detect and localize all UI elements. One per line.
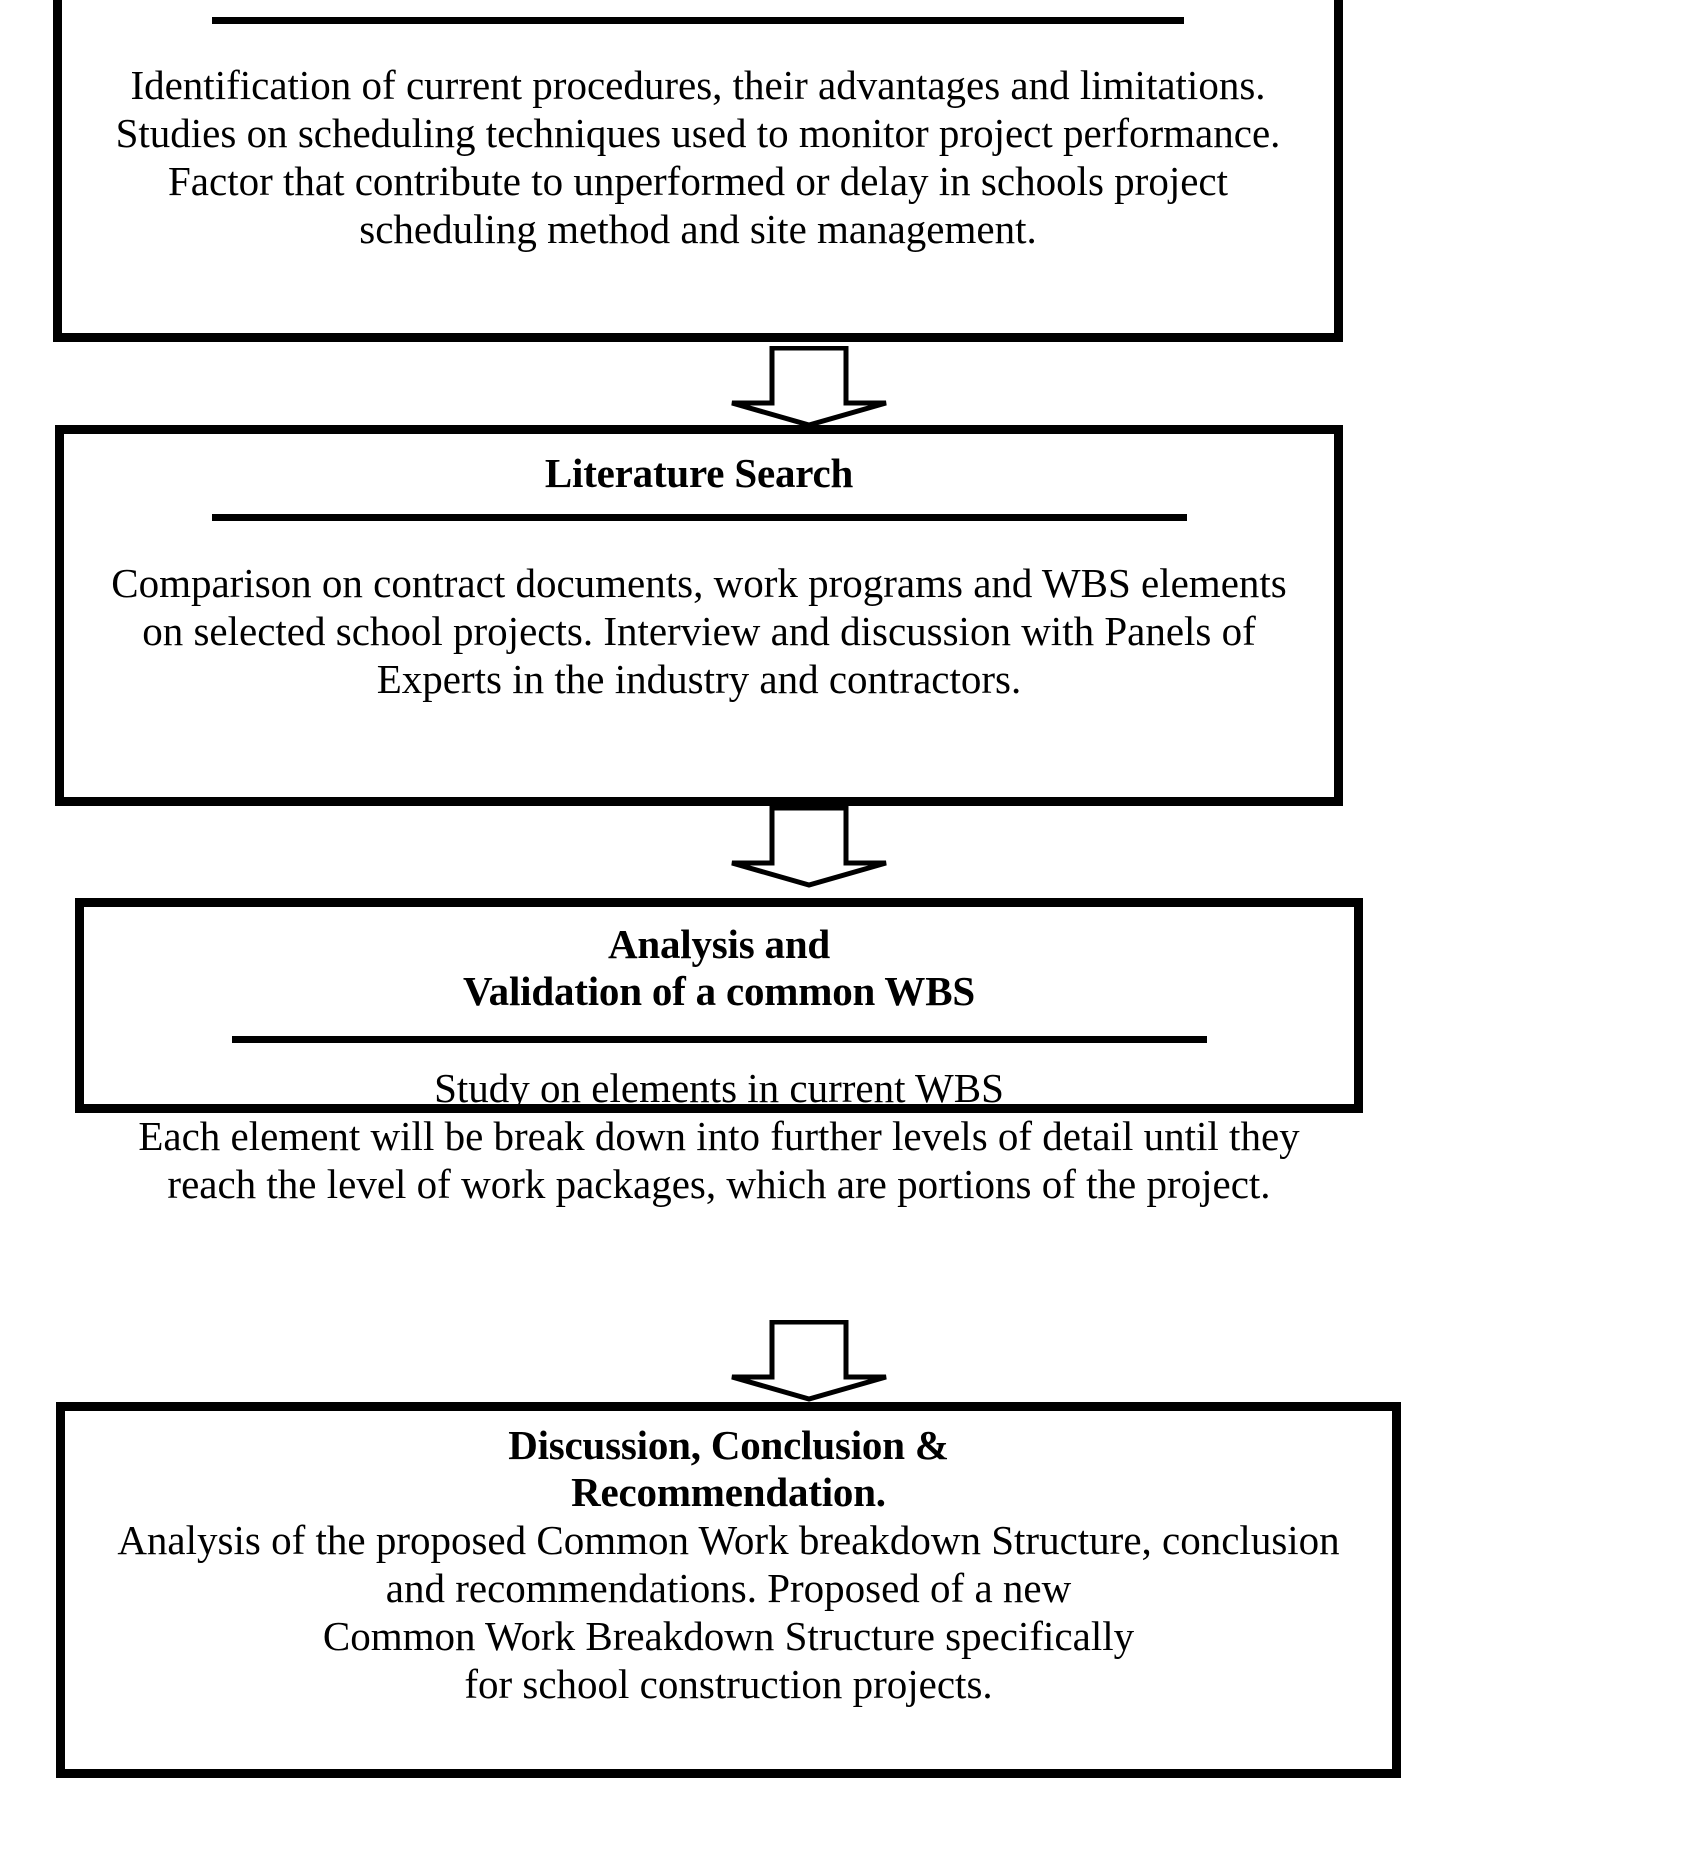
title-divider-rule bbox=[231, 1036, 1207, 1044]
node-body-line: Study on elements in current WBS bbox=[434, 1065, 1004, 1112]
connector-arrow-down-2 bbox=[728, 806, 890, 888]
node-body-literature-search: Comparison on contract documents, work p… bbox=[64, 560, 1334, 704]
title-divider-rule bbox=[211, 513, 1187, 521]
node-body-analysis-validation: Study on elements in current WBS Each el… bbox=[84, 1065, 1354, 1209]
flowchart-node-analysis-validation: Analysis and Validation of a common WBS … bbox=[75, 898, 1363, 1207]
node-body-line: Factor that contribute to unperformed or… bbox=[168, 157, 1228, 204]
node-body-line: Common Work Breakdown Structure specific… bbox=[322, 1613, 1135, 1660]
node-body-line: Experts in the industry and contractors. bbox=[376, 655, 1022, 702]
node-body-line: Identification of current procedures, th… bbox=[130, 61, 1266, 108]
node-body-line: on selected school projects. Interview a… bbox=[142, 607, 1256, 654]
node-body-line: for school construction projects. bbox=[464, 1661, 993, 1708]
node-title-line: Discussion, Conclusion & bbox=[508, 1422, 949, 1468]
node-title-line: Analysis and bbox=[607, 921, 831, 967]
node-title-line: Literature Search bbox=[544, 450, 854, 496]
flowchart-node-literature-search: Literature Search Comparison on contract… bbox=[55, 425, 1343, 806]
node-title-line: Recommendation. bbox=[571, 1468, 886, 1515]
node-body-line: Studies on scheduling techniques used to… bbox=[115, 109, 1281, 156]
connector-arrow-down-1 bbox=[728, 346, 890, 428]
node-body-line: and recommendations. Proposed of a new bbox=[385, 1565, 1072, 1612]
node-body-line: scheduling method and site management. bbox=[359, 205, 1037, 252]
node-body-line: Analysis of the proposed Common Work bre… bbox=[117, 1517, 1340, 1564]
connector-arrow-down-3 bbox=[728, 1320, 890, 1402]
title-divider-rule bbox=[212, 16, 1184, 24]
node-title-literature-search: Literature Search bbox=[64, 434, 1334, 497]
node-title-discussion-conclusion: Discussion, Conclusion & Recommendation. bbox=[65, 1411, 1392, 1515]
node-body-line: Each element will be break down into fur… bbox=[138, 1113, 1300, 1160]
node-title-line: Validation of a common WBS bbox=[463, 967, 975, 1014]
node-body-discussion-conclusion: Analysis of the proposed Common Work bre… bbox=[65, 1517, 1392, 1709]
node-body-problem-statement: Identification of current procedures, th… bbox=[62, 62, 1334, 254]
flowchart-node-problem-statement: Problem Statement, Objectives & Scope of… bbox=[53, 0, 1343, 342]
flowchart-node-discussion-conclusion: Discussion, Conclusion & Recommendation.… bbox=[56, 1402, 1401, 1778]
node-body-line: Comparison on contract documents, work p… bbox=[111, 559, 1287, 606]
node-body-line: reach the level of work packages, which … bbox=[167, 1161, 1271, 1208]
node-title-analysis-validation: Analysis and Validation of a common WBS bbox=[84, 907, 1354, 1014]
